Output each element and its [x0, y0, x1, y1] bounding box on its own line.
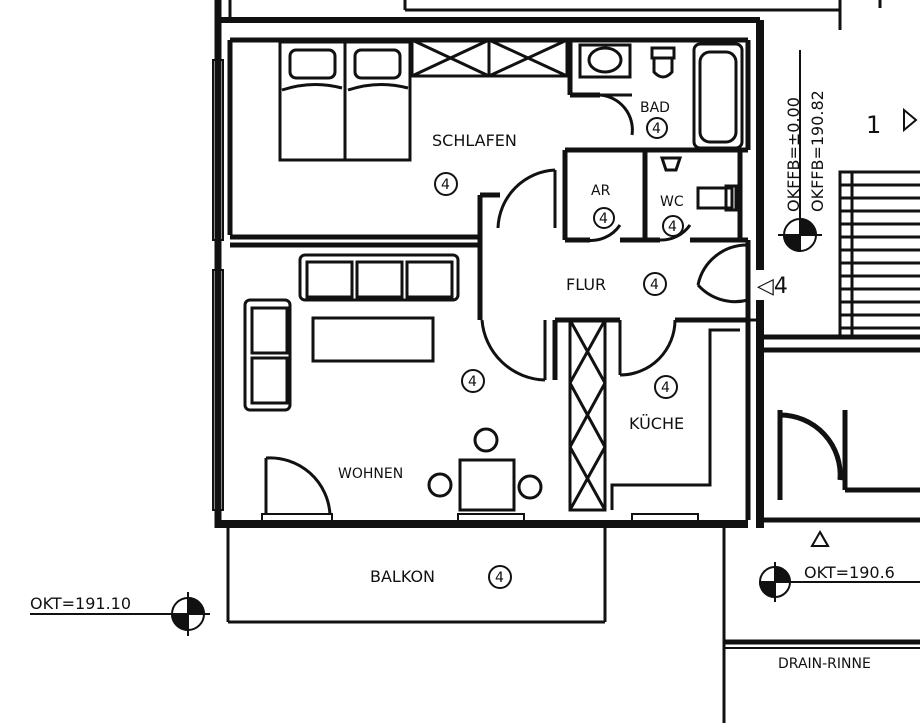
- windows: [212, 59, 699, 527]
- neighbour-walls: [760, 334, 920, 523]
- room-label-wc: WC: [660, 194, 684, 210]
- top-fragments: [228, 0, 882, 30]
- stairs: [838, 170, 920, 339]
- level-okt-left: OKT=191.10: [30, 594, 131, 613]
- room-label-balkon: BALKON: [370, 567, 435, 586]
- mark-bad: 4: [652, 121, 661, 137]
- mark-flur: 4: [650, 277, 659, 293]
- wc-fixtures: [659, 156, 738, 212]
- bed: [278, 40, 412, 162]
- stair-arrow-icon: [903, 107, 918, 133]
- bathroom-fixtures: [578, 42, 744, 150]
- kitchen-counter: [610, 328, 740, 510]
- room-label-wohnen: WOHNEN: [338, 466, 403, 482]
- mark-balkon: 4: [495, 570, 504, 586]
- sofa: [243, 253, 460, 412]
- room-marks: [434, 117, 684, 589]
- mark-wohnen: 4: [468, 374, 477, 390]
- drain-label: DRAIN-RINNE: [778, 656, 871, 672]
- wardrobe: [410, 38, 569, 78]
- entry-mark: ◁4: [757, 274, 788, 299]
- door-swings: [264, 93, 749, 516]
- level-marker-left: [30, 592, 210, 636]
- mark-schlafen: 4: [441, 177, 450, 193]
- balcony-outline: [226, 528, 607, 624]
- coffee-table: [311, 316, 435, 363]
- mark-kueche: 4: [661, 380, 670, 396]
- stair-number: 1: [866, 111, 881, 139]
- north-marker: [810, 529, 830, 547]
- mark-wc: 4: [668, 219, 677, 235]
- drain-area: [722, 528, 920, 723]
- level-marker-right: [758, 562, 920, 602]
- room-label-flur: FLUR: [566, 275, 606, 294]
- level-okffb-2: OKFFB=190.82: [808, 90, 827, 212]
- room-label-ar: AR: [591, 183, 611, 199]
- room-label-bad: BAD: [640, 100, 670, 116]
- level-marker-top: [778, 50, 822, 253]
- level-okffb-1: OKFFB=±0.00: [784, 97, 803, 212]
- tall-cabinet: [568, 318, 607, 512]
- level-okt-right: OKT=190.6: [804, 563, 895, 582]
- dining-set: [427, 427, 543, 512]
- mark-ar: 4: [599, 211, 608, 227]
- room-label-kueche: KÜCHE: [629, 414, 684, 433]
- room-label-schlafen: SCHLAFEN: [432, 131, 517, 150]
